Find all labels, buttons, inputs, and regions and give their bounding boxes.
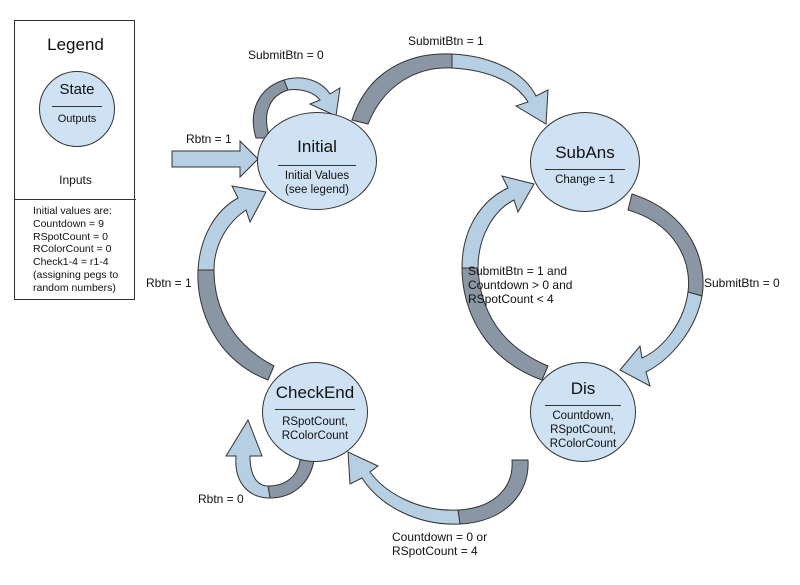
state-dis-divider <box>545 405 621 406</box>
state-checkend: CheckEnd RSpotCount, RColorCount <box>262 362 368 462</box>
state-checkend-output: RColorCount <box>281 430 349 442</box>
legend-initial-line: Countdown = 9 <box>33 217 104 230</box>
legend-outputs-label: Outputs <box>57 113 97 125</box>
dis-to-checkend-back <box>457 459 529 525</box>
legend-state-circle: State Outputs <box>39 71 115 147</box>
subans-to-dis-back <box>627 193 704 297</box>
legend-initial-line: RColorCount = 0 <box>33 243 112 256</box>
label-initial-self: SubmitBtn = 0 <box>248 48 324 62</box>
legend-initial-line: Initial values are: <box>33 205 112 217</box>
initial-self-loop-arrow <box>283 77 341 117</box>
label-initial-to-subans: SubmitBtn = 1 <box>408 34 484 48</box>
state-dis: Dis Countdown, RSpotCount, RColorCount <box>530 362 636 462</box>
state-dis-output: Countdown, <box>552 410 614 422</box>
checkend-self-loop-arrow <box>225 418 271 499</box>
legend-title: Legend <box>47 35 104 54</box>
label-subans-to-dis: SubmitBtn = 0 <box>704 276 780 290</box>
initial-to-subans-arrow <box>451 53 549 125</box>
label-dis-to-subans: SubmitBtn = 1 and Countdown > 0 and RSpo… <box>468 264 572 306</box>
checkend-to-initial-arrow <box>197 185 267 271</box>
state-initial: Initial Initial Values (see legend) <box>257 112 377 210</box>
initial-to-subans-back <box>351 53 453 125</box>
state-checkend-divider <box>275 409 355 410</box>
legend: Legend State Outputs Inputs Initial valu… <box>14 20 136 300</box>
state-initial-divider <box>278 165 356 166</box>
state-subans-name: SubAns <box>555 143 615 162</box>
subans-to-dis-arrow <box>619 291 703 387</box>
label-dis-to-checkend-line: Countdown = 0 or <box>392 530 488 544</box>
legend-inputs-label: Inputs <box>59 173 92 187</box>
legend-initial-values: Initial values are: Countdown = 9 RSpotC… <box>33 205 118 295</box>
legend-state-label: State <box>59 81 95 98</box>
label-checkend-self: Rbtn = 0 <box>198 492 244 506</box>
legend-initial-line: RSpotCount = 0 <box>33 230 109 243</box>
checkend-self-loop-back <box>267 459 315 499</box>
label-dis-to-subans-line: Countdown > 0 and <box>468 278 573 292</box>
state-subans: SubAns Change = 1 <box>530 112 640 212</box>
state-initial-output: (see legend) <box>285 184 349 196</box>
dis-to-checkend-arrow <box>347 451 461 525</box>
state-checkend-name: CheckEnd <box>275 383 355 402</box>
label-dis-to-checkend: Countdown = 0 or RSpotCount = 4 <box>392 530 487 558</box>
state-dis-output: RColorCount <box>549 438 617 450</box>
state-subans-divider <box>545 169 625 170</box>
label-dis-to-subans-line: SubmitBtn = 1 and <box>468 264 568 278</box>
label-dis-to-subans-line: RSpotCount < 4 <box>468 292 554 306</box>
legend-state-divider <box>52 106 102 107</box>
state-subans-output: Change = 1 <box>555 174 615 186</box>
label-reset-in: Rbtn = 1 <box>186 132 232 146</box>
state-initial-output: Initial Values <box>284 170 350 182</box>
label-checkend-to-initial: Rbtn = 1 <box>146 276 192 290</box>
legend-initial-line: random numbers) <box>33 281 116 294</box>
state-dis-output: RSpotCount, <box>550 424 616 436</box>
reset-arrow <box>171 139 259 179</box>
state-checkend-output: RSpotCount, <box>282 416 348 428</box>
state-dis-name: Dis <box>570 379 596 398</box>
legend-initial-line: (assigning pegs to <box>33 268 119 281</box>
dis-to-subans-arrow <box>461 175 535 269</box>
checkend-to-initial-back <box>197 269 275 381</box>
label-dis-to-checkend-line: RSpotCount = 4 <box>392 544 478 558</box>
legend-divider <box>15 199 136 200</box>
legend-initial-line: Check1-4 = r1-4 <box>33 256 109 269</box>
state-initial-name: Initial <box>297 137 337 156</box>
